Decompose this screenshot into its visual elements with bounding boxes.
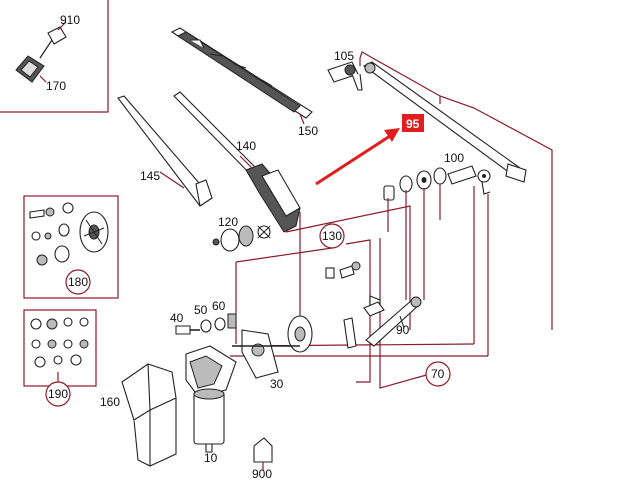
- part-160-motor-cover[interactable]: [121, 363, 177, 467]
- label-160: 160: [100, 395, 120, 409]
- kit-180-frame: [23, 195, 119, 299]
- kit-190-parts[interactable]: [30, 317, 89, 386]
- label-910: 910: [60, 13, 80, 27]
- label-60: 60: [212, 299, 226, 313]
- part-90-drive-link[interactable]: [343, 296, 422, 349]
- part-105-pivot[interactable]: [327, 61, 363, 91]
- callout-circle-130: [319, 223, 345, 249]
- part-150-wiper-blade[interactable]: [170, 27, 313, 125]
- kit-180-parts[interactable]: [29, 202, 109, 266]
- leader-lines-b: [235, 238, 431, 389]
- part-60-spacer[interactable]: [227, 313, 237, 329]
- part-40-bolt[interactable]: [175, 325, 200, 335]
- part-900-connector[interactable]: [253, 437, 273, 470]
- label-190: 190: [48, 387, 68, 401]
- label-105: 105: [334, 49, 354, 63]
- label-40: 40: [170, 311, 184, 325]
- highlight-arrow: [315, 128, 400, 186]
- callout-circle-180: [65, 269, 91, 295]
- inset-frame: [0, 0, 109, 113]
- part-50-washer[interactable]: [200, 317, 226, 333]
- small-fasteners[interactable]: [325, 261, 385, 317]
- callout-circle-70: [425, 361, 451, 387]
- assembly-frame-70: [359, 51, 553, 330]
- part-170-switch[interactable]: [15, 55, 47, 83]
- part-100-pivot-bolt[interactable]: [447, 165, 491, 195]
- label-140: 140: [236, 139, 256, 153]
- label-95[interactable]: 95: [406, 117, 420, 131]
- label-50: 50: [194, 303, 208, 317]
- label-100: 100: [444, 151, 464, 165]
- part-95-linkage-rod[interactable]: [362, 61, 527, 183]
- callout-circle-190: [45, 381, 71, 407]
- label-10: 10: [204, 451, 218, 465]
- part-140-wiper-arm[interactable]: [173, 91, 301, 233]
- assembly-frame-ticks: [359, 58, 441, 104]
- label-180: 180: [68, 275, 88, 289]
- label-120: 120: [218, 215, 238, 229]
- label-170: 170: [46, 79, 66, 93]
- label-70: 70: [431, 367, 445, 381]
- part-120-cap-nut[interactable]: [212, 225, 271, 252]
- part-145-arm-cover[interactable]: [117, 95, 213, 207]
- label-150: 150: [298, 124, 318, 138]
- label-30: 30: [270, 377, 284, 391]
- label-90: 90: [396, 323, 410, 337]
- label-900: 900: [252, 467, 272, 481]
- part-30-crank[interactable]: [232, 315, 313, 379]
- label-130: 130: [322, 229, 342, 243]
- label-145: 145: [140, 169, 160, 183]
- part-910-connector[interactable]: [39, 21, 67, 59]
- highlight-box-95: [402, 114, 424, 132]
- part-10-wiper-motor[interactable]: [185, 345, 237, 453]
- leader-lines-a: [285, 184, 489, 356]
- washer-stack[interactable]: [383, 167, 447, 201]
